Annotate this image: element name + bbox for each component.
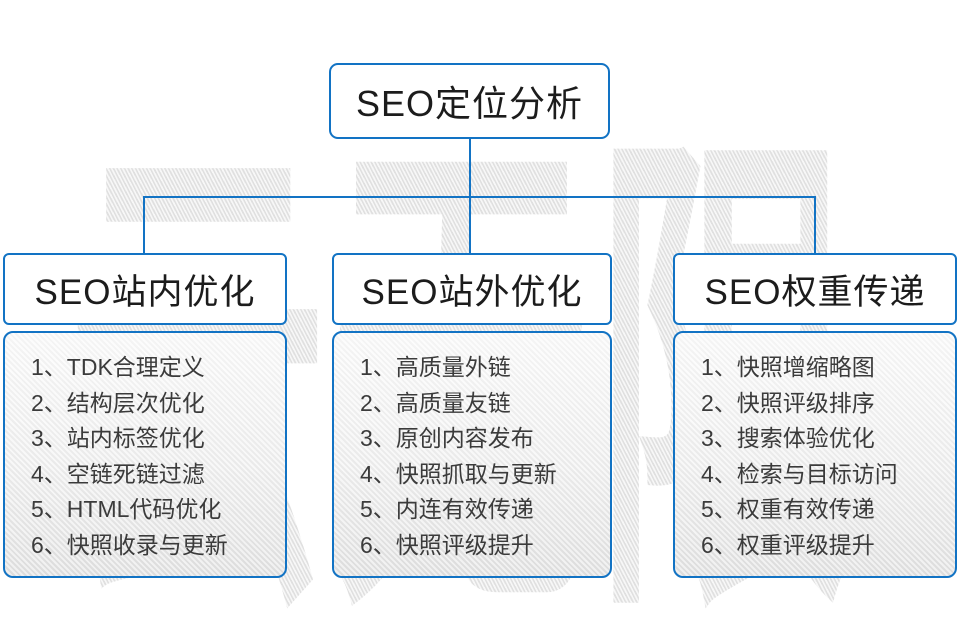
connector-drop-center (469, 197, 471, 253)
list-item: 6、权重评级提升 (701, 531, 875, 558)
column-header-label: SEO权重传递 (704, 272, 926, 312)
list-item: 1、快照增缩略图 (701, 354, 875, 380)
list-item: 5、HTML代码优化 (31, 496, 222, 522)
column-header-label: SEO站内优化 (34, 272, 256, 312)
list-item: 2、高质量友链 (360, 389, 511, 416)
list-item: 4、检索与目标访问 (701, 460, 898, 487)
list-item: 3、搜索体验优化 (701, 425, 875, 451)
list-item: 2、快照评级排序 (701, 389, 875, 416)
list-item: 6、快照评级提升 (360, 531, 534, 558)
column-header-offsite-optimization: SEO站外优化 (332, 253, 612, 325)
column-list-offsite-optimization: 1、高质量外链 2、高质量友链 3、原创内容发布 4、快照抓取与更新 5、内连有… (332, 331, 612, 578)
list-item: 5、内连有效传递 (360, 496, 534, 522)
root-node-label: SEO定位分析 (355, 83, 584, 124)
connector-horizontal-bar (143, 196, 816, 198)
list-item: 6、快照收录与更新 (31, 531, 228, 558)
list-item: 1、高质量外链 (360, 354, 511, 380)
connector-drop-right (814, 197, 816, 253)
list-item: 3、站内标签优化 (31, 425, 205, 451)
list-item: 5、权重有效传递 (701, 496, 875, 522)
list-item: 4、快照抓取与更新 (360, 460, 557, 487)
column-header-weight-transfer: SEO权重传递 (673, 253, 957, 325)
list-item: 1、TDK合理定义 (31, 354, 205, 380)
connector-root-stem (469, 139, 471, 197)
connector-drop-left (143, 197, 145, 253)
column-list-onsite-optimization: 1、TDK合理定义 2、结构层次优化 3、站内标签优化 4、空链死链过滤 5、H… (3, 331, 287, 578)
list-item: 3、原创内容发布 (360, 425, 534, 451)
column-header-onsite-optimization: SEO站内优化 (3, 253, 287, 325)
root-node-seo-positioning-analysis: SEO定位分析 (329, 63, 610, 139)
list-item: 2、结构层次优化 (31, 389, 205, 416)
column-list-weight-transfer: 1、快照增缩略图 2、快照评级排序 3、搜索体验优化 4、检索与目标访问 5、权… (673, 331, 957, 578)
list-item: 4、空链死链过滤 (31, 460, 205, 487)
column-header-label: SEO站外优化 (361, 272, 583, 312)
